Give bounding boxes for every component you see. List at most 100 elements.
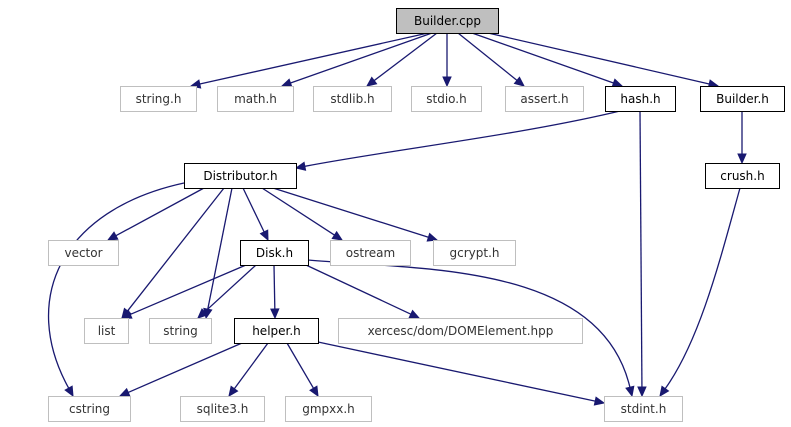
- node-box: [433, 240, 516, 266]
- node-crush-h[interactable]: crush.h: [705, 163, 780, 189]
- node-label: xercesc/dom/DOMElement.hpp: [368, 324, 554, 338]
- edge-line: [233, 342, 269, 390]
- node-label: sqlite3.h: [197, 402, 249, 416]
- edge-arrowhead: [442, 76, 452, 88]
- node-box: [149, 318, 212, 344]
- edge-line: [47, 182, 185, 389]
- edge-builder-cpp-to-assert-h: [457, 32, 525, 87]
- edge-arrowhead: [408, 309, 421, 319]
- edge-builder-cpp-to-math-h: [280, 32, 433, 88]
- edge-arrowhead: [118, 387, 131, 397]
- edge-line: [664, 187, 741, 390]
- node-stdint-h: stdint.h: [604, 396, 683, 422]
- node-box: [120, 86, 197, 112]
- node-label: crush.h: [720, 169, 764, 183]
- edge-line: [204, 264, 257, 313]
- edge-line: [471, 32, 614, 84]
- edge-line: [272, 187, 429, 238]
- edge-line: [207, 187, 233, 310]
- edge-line: [242, 187, 265, 233]
- edge-arrowhead: [611, 78, 624, 88]
- node-builder-h[interactable]: Builder.h: [700, 86, 785, 112]
- edge-arrowhead: [625, 385, 635, 398]
- node-box: [505, 86, 584, 112]
- edge-helper-h-to-cstring: [118, 342, 243, 397]
- edge-arrowhead: [259, 229, 269, 242]
- node-math-h: math.h: [217, 86, 294, 112]
- edge-builder-cpp-to-string-h: [189, 32, 429, 89]
- edge-arrowhead: [426, 232, 439, 242]
- edge-builder-h-to-crush-h: [737, 111, 747, 165]
- node-builder-cpp[interactable]: Builder.cpp: [396, 8, 499, 34]
- node-box: [180, 396, 265, 422]
- edge-line: [487, 32, 710, 85]
- edge-distributor-h-to-gcrypt-h: [272, 187, 439, 242]
- edge-arrowhead: [197, 308, 209, 319]
- node-stdlib-h: stdlib.h: [313, 86, 392, 112]
- node-box: [240, 240, 309, 266]
- edge-line: [373, 32, 438, 82]
- edge-arrowhead: [280, 78, 293, 88]
- node-label: ostream: [346, 246, 395, 260]
- node-label: Builder.h: [716, 92, 769, 106]
- edge-hash-h-to-stdint-h: [637, 110, 647, 398]
- node-label: string: [163, 324, 197, 338]
- node-box: [700, 86, 785, 112]
- edge-line: [127, 342, 243, 394]
- edge-disk-h-to-xercesc: [305, 264, 421, 319]
- node-box: [48, 240, 119, 266]
- node-box: [338, 318, 583, 344]
- edge-distributor-h-to-list: [121, 187, 225, 319]
- node-sqlite3-h: sqlite3.h: [180, 396, 265, 422]
- edge-line: [317, 341, 596, 402]
- node-label: helper.h: [252, 324, 301, 338]
- edge-crush-h-to-stdint-h: [659, 187, 741, 398]
- edge-arrowhead: [513, 76, 525, 87]
- edge-arrowhead: [294, 161, 307, 171]
- edge-line: [290, 32, 433, 84]
- edge-arrowhead: [228, 385, 239, 397]
- node-box: [396, 8, 499, 34]
- edge-arrowhead: [64, 385, 74, 398]
- edge-line: [115, 187, 205, 237]
- node-label: Builder.cpp: [414, 14, 481, 28]
- edge-distributor-h-to-vector: [106, 187, 205, 241]
- node-box: [217, 86, 294, 112]
- node-label: gcrypt.h: [450, 246, 500, 260]
- node-label: string.h: [136, 92, 182, 106]
- node-label: hash.h: [620, 92, 660, 106]
- edge-line: [286, 342, 315, 389]
- node-box: [48, 396, 131, 422]
- node-distributor-h[interactable]: Distributor.h: [184, 163, 297, 189]
- node-box: [285, 396, 372, 422]
- node-label: stdint.h: [621, 402, 667, 416]
- edge-arrowhead: [366, 76, 378, 87]
- node-label: math.h: [234, 92, 277, 106]
- edge-helper-h-to-sqlite3-h: [228, 342, 269, 397]
- node-ostream: ostream: [330, 240, 411, 266]
- node-disk-h[interactable]: Disk.h: [240, 240, 309, 266]
- node-label: vector: [64, 246, 102, 260]
- node-box: [604, 396, 683, 422]
- node-box: [705, 163, 780, 189]
- edge-line: [130, 264, 247, 316]
- node-assert-h: assert.h: [505, 86, 584, 112]
- edge-line: [304, 110, 621, 167]
- node-label: assert.h: [520, 92, 568, 106]
- edge-arrowhead: [593, 396, 606, 406]
- node-cstring: cstring: [48, 396, 131, 422]
- node-string: string: [149, 318, 212, 344]
- edge-distributor-h-to-disk-h: [242, 187, 269, 242]
- node-hash-h[interactable]: hash.h: [605, 86, 676, 112]
- node-label: Disk.h: [256, 246, 293, 260]
- edge-distributor-h-to-ostream: [261, 187, 344, 241]
- edge-helper-h-to-gmpxx-h: [286, 342, 319, 398]
- node-helper-h[interactable]: helper.h: [234, 318, 319, 344]
- node-box: [84, 318, 129, 344]
- edge-arrowhead: [637, 386, 647, 398]
- node-box: [330, 240, 411, 266]
- node-xercesc: xercesc/dom/DOMElement.hpp: [338, 318, 583, 344]
- edge-layer: [47, 32, 747, 406]
